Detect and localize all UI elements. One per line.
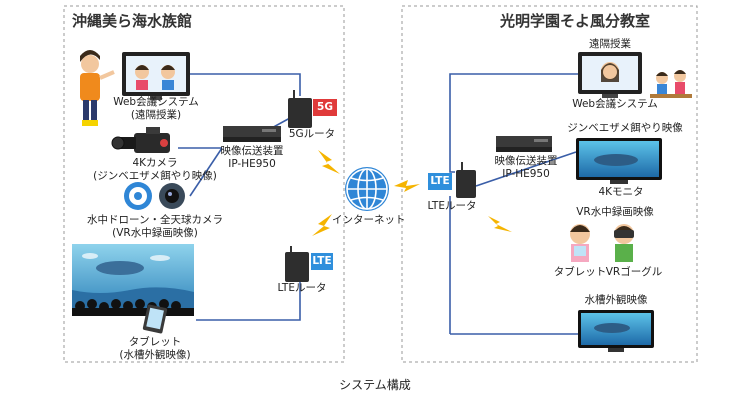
video-encoder-icon xyxy=(223,126,281,142)
lightning-icon xyxy=(394,180,420,192)
camera-4k-sub: (ジンベエザメ餌やり映像) xyxy=(93,170,217,182)
students-illustration xyxy=(650,70,692,98)
router-lte-badge-left: LTE xyxy=(312,255,332,267)
monitor-label: 4Kモニタ xyxy=(598,186,644,198)
left-site-box xyxy=(63,5,345,363)
tablet-label-right: タブレット xyxy=(553,266,607,278)
router-lte-icon-left xyxy=(285,246,333,282)
aquarium-scene-image xyxy=(72,244,194,316)
camera-4k-icon xyxy=(111,127,170,153)
web-conference-tv-icon xyxy=(122,52,190,100)
tablet-label-left: タブレット xyxy=(128,336,182,348)
internet-globe-icon xyxy=(345,167,389,211)
router-lte-label-right: LTEルータ xyxy=(427,200,477,212)
internet-label: インターネット xyxy=(332,214,406,226)
monitor-4k-icon xyxy=(576,138,662,184)
diagram-caption: システム構成 xyxy=(339,378,411,392)
router-lte-badge-right: LTE xyxy=(430,175,450,187)
right-site-title: 光明学園そよ風分教室 xyxy=(500,12,651,30)
remote-class-tv-icon xyxy=(578,52,642,98)
drone-label: 水中ドローン・全天球カメラ xyxy=(87,214,223,226)
tablet-icon xyxy=(142,304,168,334)
teacher-illustration xyxy=(80,50,115,126)
whale-shark-label: ジンベエザメ餌やり映像 xyxy=(567,122,683,134)
lightning-icon xyxy=(318,150,340,174)
router-5g-badge: 5G xyxy=(317,101,333,113)
camera-4k-label: 4Kカメラ xyxy=(132,157,178,169)
lightning-icon xyxy=(488,216,512,232)
router-lte-icon-right xyxy=(428,162,476,198)
router-lte-label-left: LTEルータ xyxy=(277,282,327,294)
goggle-label: VRゴーグル xyxy=(605,266,663,278)
left-web-conf-label: Web会議システム xyxy=(113,96,199,108)
lightning-icon xyxy=(312,214,332,236)
video-decoder-icon xyxy=(496,136,552,152)
left-site-title: 沖縄美ら海水族館 xyxy=(72,12,193,30)
decoder-label: 映像伝送装置 xyxy=(494,155,558,167)
tablet-sub-left: (水槽外観映像) xyxy=(119,349,191,361)
right-connection-lines xyxy=(449,73,578,335)
tank-label: 水槽外観映像 xyxy=(584,294,648,306)
vr-goggle-kid-illustration xyxy=(614,224,634,262)
encoder-label: 映像伝送装置 xyxy=(220,145,284,157)
right-web-conf-label: Web会議システム xyxy=(572,98,658,110)
router-5g-label: 5Gルータ xyxy=(288,128,336,140)
left-web-conf-sub: (遠隔授業) xyxy=(130,109,182,121)
tank-monitor-icon xyxy=(578,310,654,352)
router-5g-icon xyxy=(288,90,337,128)
lightning-icons xyxy=(312,150,512,236)
encoder-model: IP-HE950 xyxy=(228,158,276,170)
drone-camera-icon xyxy=(124,182,185,210)
drone-sub: (VR水中録画映像) xyxy=(112,227,198,239)
vr-label: VR水中録画映像 xyxy=(576,206,654,218)
decoder-model: IP-HE950 xyxy=(502,168,550,180)
remote-class-label: 遠隔授業 xyxy=(589,38,631,50)
tablet-kid-illustration xyxy=(570,224,590,262)
